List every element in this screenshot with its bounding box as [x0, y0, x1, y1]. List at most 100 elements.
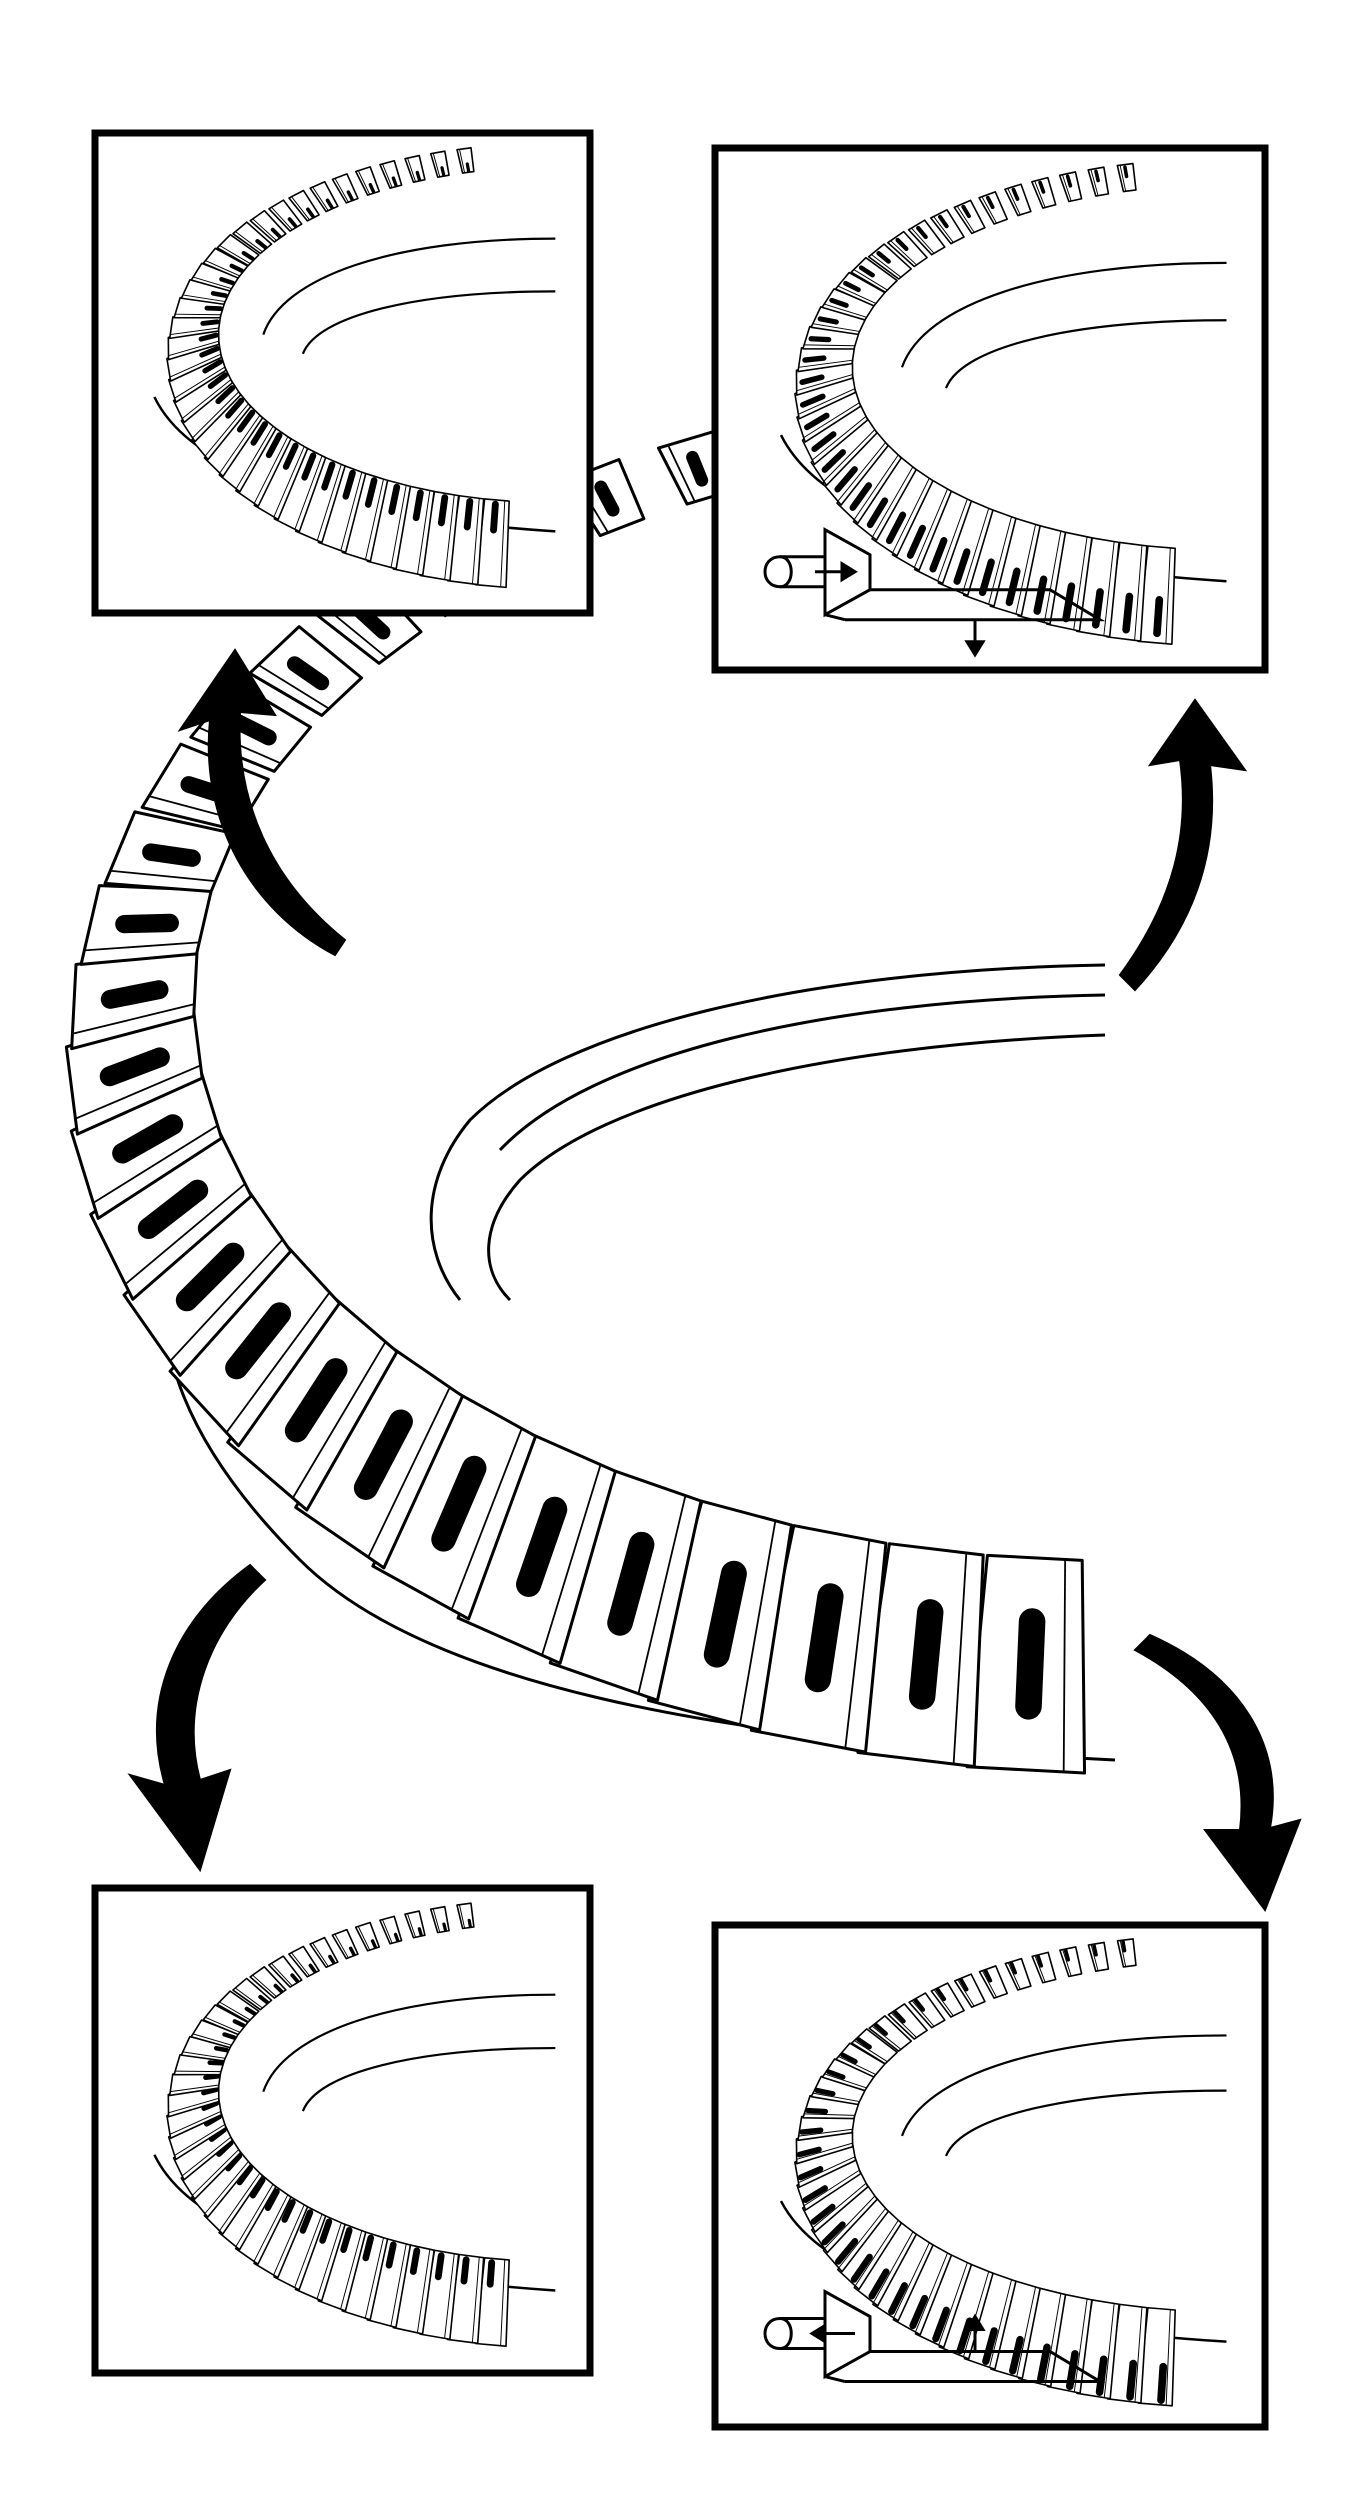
tooth-flank-line	[952, 1552, 968, 1765]
tooth-flank-line	[225, 1291, 331, 1434]
gear-tooth	[810, 2075, 867, 2106]
tooth-flank-line	[252, 1974, 277, 1997]
contact-patch	[810, 2203, 836, 2225]
tooth-flank-line	[390, 2243, 407, 2327]
tooth-flank-line	[963, 2271, 990, 2357]
gear-inner-rim-inner	[944, 2089, 1227, 2157]
tooth-flank-line	[253, 2194, 289, 2262]
contact-patch	[1095, 2355, 1108, 2396]
contact-patch	[308, 1963, 317, 1974]
gear-tooth	[963, 2271, 1017, 2371]
tooth-flank-line	[168, 2097, 219, 2114]
contact-patch	[1157, 2362, 1168, 2404]
pinion-shaft-end	[763, 555, 793, 589]
contact-patch	[175, 1242, 245, 1312]
gear-tooth	[366, 479, 412, 570]
contact-patch	[287, 217, 298, 228]
contact-patch	[281, 2199, 296, 2223]
plate-edge	[824, 613, 846, 622]
contact-patch	[142, 843, 201, 867]
pinion-shaft-end	[763, 2317, 793, 2351]
arrow-right-head-icon	[840, 561, 858, 583]
tooth-flank-line	[500, 500, 506, 587]
curved-arrow-up-left-icon	[177, 648, 347, 957]
contact-patch	[490, 500, 499, 534]
contact-patch	[442, 1922, 447, 1932]
tooth-flank-line	[911, 227, 935, 254]
tooth-flank-line	[340, 2230, 363, 2310]
tooth-flank-line	[390, 485, 407, 568]
gear-tooth	[294, 455, 346, 544]
tooth-flank-line	[1165, 2309, 1171, 2406]
tooth-flank-line	[854, 2220, 899, 2287]
tooth-flank-line	[334, 178, 349, 203]
tooth-flank-line	[170, 327, 219, 336]
contact-patch	[885, 511, 907, 545]
contact-patch	[916, 225, 928, 240]
contact-patch	[391, 176, 398, 187]
contact-patch	[802, 2185, 828, 2203]
contact-patch	[210, 291, 228, 298]
tooth-flank-line	[796, 374, 853, 392]
contact-patch	[849, 482, 872, 511]
tooth-flank-line	[824, 2073, 867, 2089]
contact-patch	[342, 469, 356, 500]
contact-patch	[840, 2052, 858, 2064]
gear-tooth	[835, 2042, 886, 2078]
tooth-flank-line	[938, 2262, 968, 2346]
tooth-flank-line	[738, 1520, 777, 1725]
tooth-flank-line	[811, 415, 867, 461]
gear-tooth	[235, 425, 292, 507]
contact-patch	[703, 1560, 747, 1668]
tooth-flank-line	[75, 1064, 201, 1120]
contact-patch	[892, 2010, 906, 2024]
tooth-flank-line	[838, 2208, 886, 2269]
contact-patch	[843, 280, 861, 293]
gear-teeth-group	[166, 1902, 510, 2348]
contact-patch	[219, 276, 235, 286]
gear-inner-rim-outer	[900, 261, 1227, 368]
tooth-flank-line	[854, 2040, 888, 2063]
gear-tooth	[810, 306, 867, 336]
tooth-flank-line	[340, 472, 363, 551]
tooth-flank-line	[1007, 1962, 1021, 1990]
tooth-flank-line	[1119, 1940, 1127, 1967]
contact-patch	[516, 1496, 568, 1597]
tooth-flank-line	[258, 664, 330, 710]
arrow-down-head-icon	[964, 640, 986, 658]
tooth-flank-line	[459, 149, 466, 173]
tooth-flank-line	[981, 1970, 997, 1998]
tooth-flank-line	[92, 1124, 219, 1204]
tooth-flank-line	[798, 2156, 856, 2184]
gear-tooth	[253, 436, 309, 521]
contact-patch	[264, 2188, 280, 2212]
contact-patch	[437, 494, 449, 527]
arrow-up-head-icon	[964, 2313, 986, 2332]
tooth-flank-line	[1044, 2293, 1062, 2386]
contact-patch	[935, 1987, 947, 2002]
panel-top-right	[711, 144, 1269, 674]
contact-patch	[1153, 596, 1164, 638]
contact-patch	[1011, 187, 1020, 201]
contact-patch	[201, 2087, 219, 2096]
tooth-flank-line	[273, 2204, 305, 2276]
tooth-flank-line	[124, 1183, 246, 1285]
shim-adjustment-symbol	[763, 2288, 1106, 2384]
tooth-flank-line	[175, 313, 221, 316]
tooth-flank-line	[444, 2253, 455, 2339]
gear-tooth	[190, 262, 240, 292]
gear-tooth	[392, 2244, 435, 2335]
contact-patch	[202, 359, 223, 374]
contact-patch	[412, 489, 424, 522]
tooth-flank-line	[1015, 524, 1037, 615]
contact-patch	[1009, 1961, 1018, 1975]
gear-tooth	[218, 2172, 277, 2251]
gear-inner-rim-outer	[262, 237, 556, 335]
tooth-flank-line	[796, 2142, 853, 2160]
contact-patch	[299, 2209, 314, 2234]
tooth-flank-line	[915, 2252, 948, 2333]
contact-patch	[805, 2107, 829, 2115]
contact-patch	[319, 2218, 333, 2244]
tooth-flank-line	[326, 607, 388, 659]
contact-patch	[797, 2166, 824, 2181]
